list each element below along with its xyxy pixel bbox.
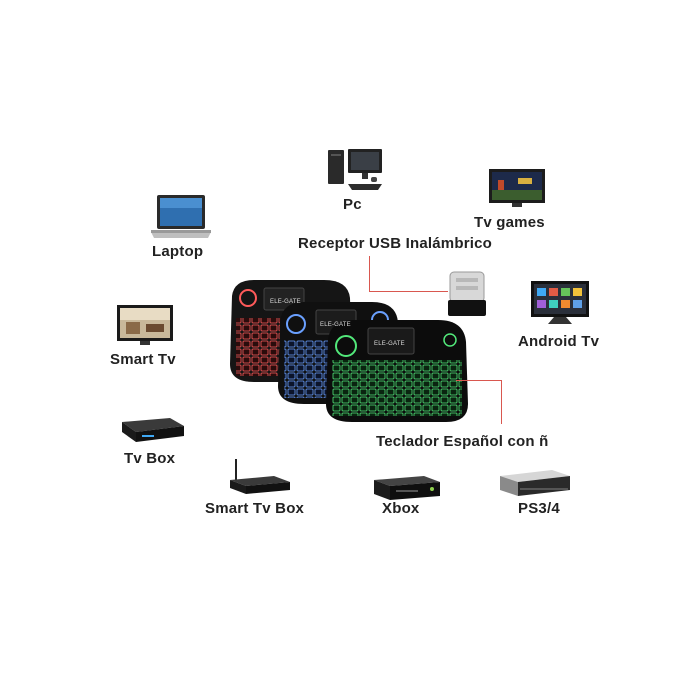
- smart-tv-box-icon: [226, 458, 292, 496]
- tv-box-label: Tv Box: [124, 450, 176, 467]
- receiver-callout-horizontal: [369, 291, 448, 292]
- laptop-label: Laptop: [152, 243, 204, 260]
- laptop-icon: [150, 194, 212, 240]
- receiver-callout-vertical: [369, 256, 370, 292]
- usb-receiver-icon: [446, 270, 488, 318]
- keyboard-brand-green: ELE-GATE: [374, 341, 405, 347]
- android-tv-label: Android Tv: [518, 333, 600, 350]
- layout-callout-vertical: [501, 380, 502, 424]
- layout-callout-horizontal: [456, 380, 502, 381]
- keyboard-brand-red: ELE-GATE: [270, 299, 301, 305]
- ps-label: PS3/4: [518, 500, 560, 517]
- receiver-label: Receptor USB Inalámbrico: [298, 235, 493, 252]
- keyboard-brand-blue: ELE-GATE: [320, 322, 351, 328]
- smart-tv-box-label: Smart Tv Box: [205, 500, 305, 517]
- keyboards-image: [224, 276, 476, 424]
- pc-icon: [326, 146, 386, 194]
- tv-box-icon: [116, 416, 186, 446]
- smart-tv-label: Smart Tv: [110, 351, 176, 368]
- ps-icon: [498, 464, 572, 500]
- pc-label: Pc: [343, 196, 362, 213]
- keyboard-layout-label: Teclador Español con ñ: [376, 433, 549, 450]
- xbox-label: Xbox: [382, 500, 420, 517]
- smart-tv-icon: [116, 304, 174, 346]
- android-tv-icon: [530, 280, 590, 324]
- xbox-icon: [372, 470, 442, 502]
- tv-games-label: Tv games: [474, 214, 545, 231]
- tv-games-icon: [488, 168, 546, 208]
